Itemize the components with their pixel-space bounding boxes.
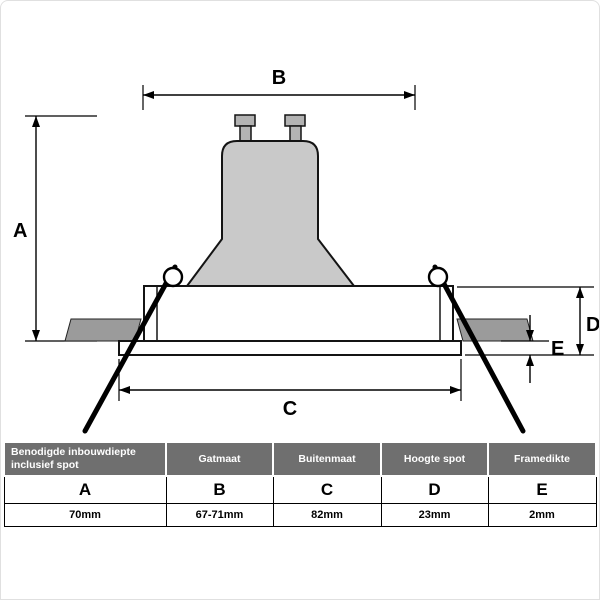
dim-label-d: D (586, 314, 600, 336)
dimension-c: C (118, 359, 462, 420)
spring-clip-left (82, 264, 178, 434)
letter-cell-a: A (3, 475, 167, 505)
dimension-b: B (142, 67, 416, 110)
value-cell-b: 67-71mm (165, 503, 274, 528)
dim-label-c: C (283, 398, 297, 420)
value-cell-e: 2mm (487, 503, 597, 528)
housing-can (143, 285, 454, 342)
dim-label-a: A (13, 220, 27, 242)
letter-cell-b: B (165, 475, 274, 505)
spring-clip-right (432, 264, 526, 434)
header-cell-hoogte-spot: Hoogte spot (380, 440, 489, 478)
dimension-a: A (13, 115, 97, 342)
letter-cell-c: C (272, 475, 382, 505)
value-row: 70mm 67-71mm 82mm 23mm 2mm (3, 503, 597, 528)
header-cell-inbouwdiepte: Benodigde inbouwdiepte inclusief spot (3, 440, 167, 478)
clip-pivot-left (162, 266, 184, 288)
dim-label-e: E (551, 338, 564, 360)
value-cell-a: 70mm (3, 503, 167, 528)
dim-label-b: B (272, 67, 286, 89)
clip-pivot-right (427, 266, 449, 288)
letter-cell-e: E (487, 475, 597, 505)
letter-row: A B C D E (3, 475, 597, 505)
housing-flange (118, 340, 462, 356)
spring-clips (82, 264, 526, 434)
value-cell-c: 82mm (272, 503, 382, 528)
ceiling-left (64, 318, 142, 342)
gu10-lamp (186, 114, 355, 287)
value-cell-d: 23mm (380, 503, 489, 528)
spot-housing (118, 285, 462, 356)
header-cell-framedikte: Framedikte (487, 440, 597, 478)
lamp-pin-left (234, 114, 256, 127)
technical-diagram: B A (1, 1, 600, 437)
lamp-pin-right (284, 114, 306, 127)
dimension-e: E (501, 315, 564, 383)
ceiling-sections (64, 318, 534, 342)
lamp-body (186, 140, 355, 287)
dimensions-table: Benodigde inbouwdiepte inclusief spot Ga… (3, 440, 597, 528)
letter-cell-d: D (380, 475, 489, 505)
header-cell-gatmaat: Gatmaat (165, 440, 274, 478)
header-cell-buitenmaat: Buitenmaat (272, 440, 382, 478)
